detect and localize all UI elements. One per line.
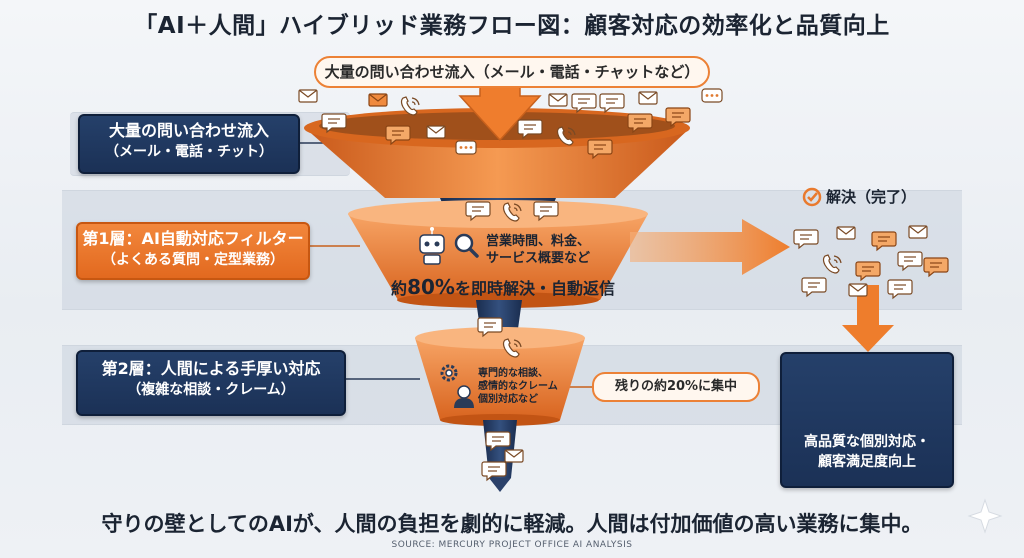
- layer2-box-line2: （複雑な相談・クレーム）: [127, 382, 295, 398]
- envelope-icon: [504, 449, 524, 463]
- envelope-icon: [848, 283, 868, 297]
- envelope-icon: [298, 89, 318, 103]
- resolved-label: 解決（完了）: [826, 188, 917, 206]
- layer1-examples: 営業時間、料金、 サービス概要など: [486, 233, 606, 267]
- layer1-examples-line2: サービス概要など: [486, 251, 591, 266]
- layer1-headline-prefix: 約: [391, 279, 408, 298]
- layer1-box-line1: 第1層：AI自動対応フィルター: [82, 229, 304, 248]
- layer2-box: 第2層：人間による手厚い対応 （複雑な相談・クレーム）: [76, 350, 346, 416]
- magnifier-icon: [454, 233, 479, 258]
- phone-icon: [822, 254, 842, 274]
- envelope-icon: [638, 91, 658, 105]
- chat-bubble-icon: [571, 93, 597, 113]
- layer1-headline: 約80%を即時解決・自動返信: [388, 275, 618, 299]
- inflow-box: 大量の問い合わせ流入 （メール・電話・チット）: [78, 114, 300, 174]
- layer2-box-line1: 第2層：人間による手厚い対応: [101, 359, 321, 378]
- inflow-box-line2: （メール・電話・チット）: [105, 144, 273, 160]
- source-note: SOURCE: MERCURY PROJECT OFFICE AI ANALYS…: [391, 540, 633, 550]
- chat-bubble-icon: [793, 229, 819, 249]
- layer1-headline-suffix: を即時解決・自動返信: [454, 279, 615, 298]
- layer1-box-line2: （よくある質問・定型業務）: [102, 252, 284, 268]
- chat-bubble-icon: [701, 88, 723, 103]
- chat-bubble-icon: [599, 93, 625, 113]
- quality-box-line2: 顧客満足度向上: [818, 454, 916, 470]
- chat-bubble-icon: [887, 279, 913, 299]
- top-inflow-callout: 大量の問い合わせ流入（メール・電話・チャットなど）: [314, 56, 710, 88]
- layer2-examples-line2: 感情的なクレーム: [478, 381, 558, 392]
- envelope-icon: [836, 226, 856, 240]
- chat-bubble-icon: [923, 257, 949, 277]
- layer2-examples-line1: 専門的な相談、: [478, 368, 548, 379]
- layer1-box: 第1層：AI自動対応フィルター （よくある質問・定型業務）: [76, 222, 310, 280]
- quality-arrow: [842, 285, 894, 352]
- chat-bubble-icon: [455, 140, 477, 155]
- resolved-arrow: [630, 219, 790, 275]
- chat-bubble-icon: [801, 277, 827, 297]
- layer1-headline-percent: 80%: [407, 275, 455, 299]
- gear-icon: [440, 364, 458, 382]
- chat-bubble-icon: [855, 261, 881, 281]
- quality-box-line1: 高品質な個別対応・: [804, 434, 930, 450]
- envelope-icon: [548, 93, 568, 107]
- quality-box: 高品質な個別対応・ 顧客満足度向上: [780, 352, 954, 488]
- page-title: 「AI＋人間」ハイブリッド業務フロー図：顧客対応の効率化と品質向上: [134, 13, 890, 39]
- operator-icon: [454, 385, 474, 408]
- layer1-examples-line1: 営業時間、料金、: [486, 234, 591, 249]
- sparkle-icon: [967, 498, 1003, 534]
- robot-icon: [419, 227, 445, 265]
- envelope-icon: [426, 125, 446, 139]
- layer2-examples-line3: 個別対応など: [478, 394, 538, 405]
- chat-bubble-icon: [897, 251, 923, 271]
- layer2-examples: 専門的な相談、 感情的なクレーム 個別対応など: [478, 367, 588, 406]
- footer-message: 守りの壁としてのAIが、人間の負担を劇的に軽減。人間は付加価値の高い業務に集中。: [101, 512, 923, 536]
- chat-bubble-icon: [871, 231, 897, 251]
- envelope-icon: [908, 225, 928, 239]
- remaining-callout: 残りの約20%に集中: [592, 372, 760, 402]
- envelope-icon: [368, 93, 388, 107]
- inflow-box-line1: 大量の問い合わせ流入: [108, 121, 269, 140]
- check-circle-icon: [802, 187, 822, 207]
- quality-box-illustration-area: [782, 354, 952, 432]
